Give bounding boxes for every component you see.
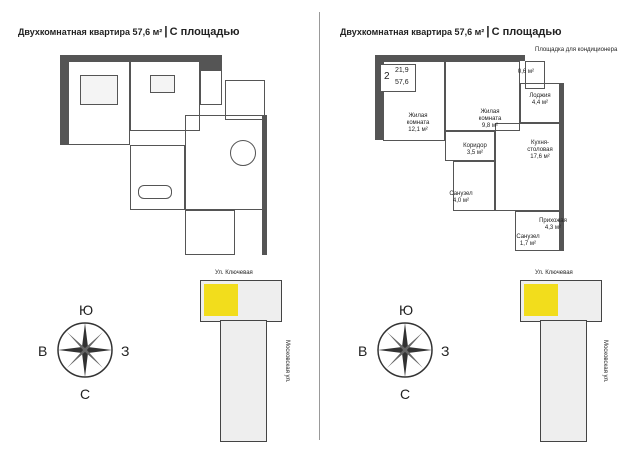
title-text: Двухкомнатная квартира 57,6 м²	[18, 27, 163, 37]
compass-north: С	[80, 386, 91, 402]
compass-right	[375, 320, 435, 380]
compass-east: В	[38, 343, 48, 359]
room-loggia-label: Лоджия 4,4 м²	[529, 93, 551, 106]
street-side-label: Московская ул.	[284, 340, 290, 383]
living-area: 21,9	[395, 67, 409, 74]
apartment-highlight	[524, 284, 558, 316]
compass-rose-icon	[57, 322, 113, 378]
right-title: Двухкомнатная квартира 57,6 м²|С площадь…	[340, 24, 561, 38]
compass-left	[55, 320, 115, 380]
street-top-label: Ул. Ключевая	[535, 270, 573, 276]
furnished-floor-plan	[60, 55, 270, 260]
total-area: 57,6	[395, 79, 409, 86]
dimensioned-floor-plan	[375, 55, 585, 255]
title-separator: |	[164, 24, 168, 38]
street-side-label: Московская ул.	[602, 340, 608, 383]
room-corridor-label: Коридор 3,5 м²	[463, 143, 487, 156]
room-kitchen-label: Кухня- столовая 17,6 м²	[527, 140, 553, 160]
room-ac-platform-label: Площадка для кондиционера	[535, 47, 618, 53]
compass-south: Ю	[79, 302, 94, 318]
dining-table-icon	[230, 140, 256, 166]
street-top-label: Ул. Ключевая	[215, 270, 253, 276]
left-title: Двухкомнатная квартира 57,6 м²|С площадь…	[18, 24, 239, 38]
site-plan-left	[200, 280, 282, 445]
panel-divider	[319, 12, 320, 440]
subtitle-text: С площадью	[491, 26, 562, 38]
compass-west: З	[441, 343, 450, 359]
compass-west: З	[121, 343, 130, 359]
subtitle-text: С площадью	[169, 26, 240, 38]
compass-east: В	[358, 343, 368, 359]
site-plan-right	[520, 280, 602, 445]
room-living1-label: Жилая комната 12,1 м²	[406, 113, 430, 133]
compass-rose-icon	[377, 322, 433, 378]
bed-icon	[150, 75, 175, 93]
compass-south: Ю	[399, 302, 414, 318]
room-living2-label: Жилая комната 9,8 м²	[478, 109, 502, 129]
room-count: 2	[384, 71, 390, 82]
room-ac-area-label: 0,6 м²	[517, 69, 535, 75]
title-text: Двухкомнатная квартира 57,6 м²	[340, 27, 485, 37]
apartment-highlight	[204, 284, 238, 316]
apartment-badge: 2 21,9 57,6	[380, 64, 416, 92]
room-hall-label: Прихожая 4,3 м²	[539, 218, 567, 231]
bed-icon	[80, 75, 118, 105]
title-separator: |	[486, 24, 490, 38]
room-bath2-label: Санузел 1,7 м²	[516, 234, 540, 247]
room-bath1-label: Санузел 4,0 м²	[449, 191, 473, 204]
compass-north: С	[400, 386, 411, 402]
bathtub-icon	[138, 185, 172, 199]
